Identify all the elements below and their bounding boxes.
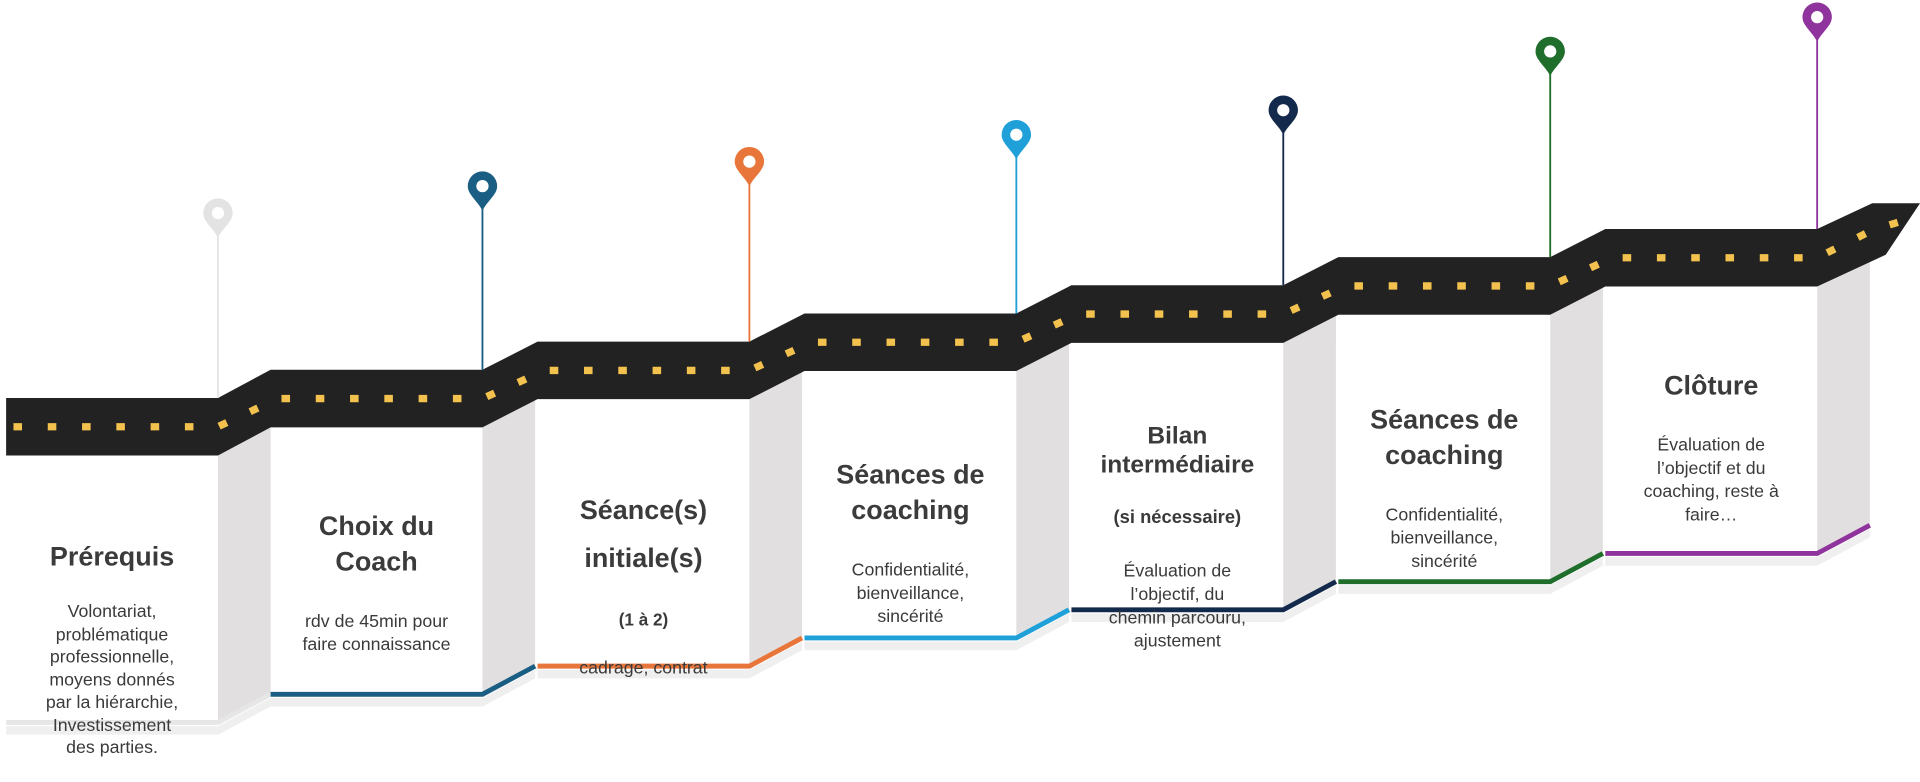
pin-hole bbox=[1010, 128, 1023, 141]
road-illustration bbox=[6, 2, 1920, 735]
pin-hole bbox=[1277, 104, 1290, 117]
pin-hole bbox=[743, 155, 756, 168]
step-choix-coach: Choix du Coach rdv de 45min pour faire c… bbox=[271, 486, 483, 679]
step-title: Séance(s) initiale(s) bbox=[579, 494, 708, 574]
column-side-face bbox=[1283, 314, 1336, 610]
column-base-line bbox=[537, 635, 804, 669]
column-base-line bbox=[1605, 523, 1871, 556]
column-shadow bbox=[1338, 557, 1603, 594]
column-side-face bbox=[1016, 342, 1069, 638]
step-seances-coaching-2: Séances de coaching Confidentialité, bie… bbox=[1338, 380, 1550, 597]
column-side-face bbox=[482, 399, 536, 695]
step-prerequis: Prérequis Volontariat, problématique pro… bbox=[6, 517, 218, 782]
step-description: Confidentialité, bienveillance, sincérit… bbox=[851, 560, 970, 627]
column-shadow bbox=[804, 613, 1069, 651]
pin-hole bbox=[476, 180, 489, 193]
column-shadow bbox=[1605, 528, 1870, 566]
column-base-line bbox=[270, 663, 537, 697]
step-title: Prérequis bbox=[49, 541, 175, 572]
column-side-face bbox=[1817, 258, 1870, 554]
step-seances-initiales: Séance(s) initiale(s) (1 à 2) cadrage, c… bbox=[538, 464, 750, 703]
coaching-roadmap: Prérequis Volontariat, problématique pro… bbox=[6, 2, 1920, 758]
step-description: Volontariat, problématique professionnel… bbox=[45, 602, 179, 758]
step-subtitle: (si nécessaire) bbox=[1113, 506, 1242, 528]
step-seances-coaching-1: Séances de coaching Confidentialité, bie… bbox=[804, 435, 1016, 652]
column-shadow bbox=[1071, 585, 1336, 623]
step-title: Séances de coaching bbox=[836, 459, 985, 526]
step-description: Évaluation de l’objectif et du coaching,… bbox=[1643, 435, 1779, 526]
step-description: cadrage, contrat bbox=[579, 658, 708, 679]
column-base-line bbox=[1071, 579, 1338, 613]
step-bilan-intermediaire: Bilan intermédiaire (si nécessaire) Éval… bbox=[1071, 399, 1283, 676]
step-title: Bilan intermédiaire bbox=[1100, 422, 1255, 479]
pin-hole bbox=[1544, 45, 1557, 58]
road bbox=[6, 203, 1920, 456]
step-description: rdv de 45min pour faire connaissance bbox=[302, 612, 451, 656]
step-subtitle: (1 à 2) bbox=[618, 609, 669, 630]
column-shadow bbox=[270, 669, 536, 707]
column-side-face bbox=[749, 371, 803, 667]
step-title: Choix du Coach bbox=[318, 510, 435, 577]
column-shadow bbox=[6, 697, 271, 735]
column-base-line bbox=[804, 607, 1071, 641]
column-base-line bbox=[1338, 551, 1605, 585]
step-title: Séances de coaching bbox=[1370, 404, 1519, 471]
step-description: Confidentialité, bienveillance, sincérit… bbox=[1385, 505, 1504, 572]
step-description: Évaluation de l’objectif, du chemin parc… bbox=[1108, 562, 1246, 652]
step-title: Clôture bbox=[1664, 369, 1759, 401]
column-base-line bbox=[6, 692, 272, 725]
pin-hole bbox=[211, 206, 225, 220]
column-side-face bbox=[217, 427, 271, 723]
column-side-face bbox=[1550, 286, 1603, 582]
pin-hole bbox=[1811, 11, 1824, 24]
step-cloture: Clôture Évaluation de l’objectif et du c… bbox=[1605, 345, 1817, 549]
column-shadow bbox=[537, 641, 803, 679]
